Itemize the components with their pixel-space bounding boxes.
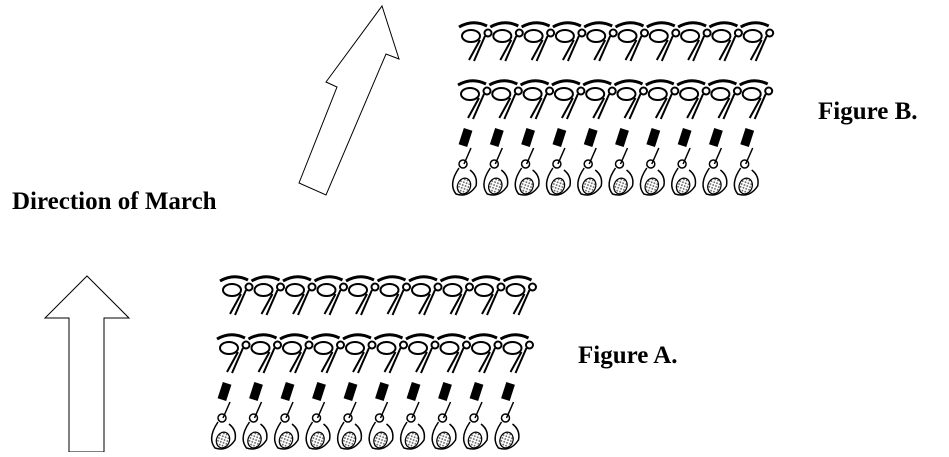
figure-a-label: Figure A. <box>578 342 678 369</box>
marcher-front <box>242 333 282 450</box>
direction-of-march-label: Direction of March <box>12 188 217 215</box>
marcher-back <box>489 21 524 62</box>
marcher-front <box>494 333 534 450</box>
diagonal-arrow-icon <box>298 4 400 196</box>
marcher-back <box>219 275 254 316</box>
marcher-back <box>408 275 443 316</box>
marcher-front <box>273 333 314 450</box>
marcher-back <box>739 21 775 62</box>
figure-b-label: Figure B. <box>818 98 918 125</box>
marcher-front <box>305 333 345 450</box>
marcher-front <box>514 79 555 196</box>
marcher-front <box>399 333 440 450</box>
marcher-front <box>702 79 742 196</box>
marcher-front <box>608 79 648 196</box>
marcher-front <box>483 79 523 196</box>
marcher-back <box>458 21 493 62</box>
marcher-back <box>552 21 587 62</box>
marcher-back <box>282 275 317 316</box>
marcher-back <box>502 275 537 316</box>
marcher-back <box>708 21 743 62</box>
marcher-front <box>545 79 586 196</box>
marcher-back <box>677 21 712 62</box>
marcher-front <box>368 333 408 450</box>
up-arrow-icon <box>43 275 131 453</box>
marcher-back <box>520 21 556 62</box>
marcher-back <box>250 275 285 316</box>
marcher-back <box>471 275 506 316</box>
marcher-front <box>336 333 377 450</box>
formation-figure-b <box>451 21 775 196</box>
marcher-back <box>583 21 618 62</box>
marcher-back <box>345 275 380 316</box>
marcher-front <box>451 79 492 196</box>
marcher-front <box>577 79 617 196</box>
marcher-back <box>313 275 348 316</box>
marcher-front <box>210 333 251 450</box>
marcher-back <box>614 21 649 62</box>
marcher-front <box>431 333 471 450</box>
marcher-front <box>671 79 711 196</box>
marcher-front <box>639 79 680 196</box>
marcher-front <box>462 333 503 450</box>
formation-figure-a <box>210 275 537 450</box>
marcher-back <box>439 275 474 316</box>
marcher-back <box>646 21 681 62</box>
marcher-back <box>376 275 411 316</box>
marcher-front <box>733 79 774 196</box>
